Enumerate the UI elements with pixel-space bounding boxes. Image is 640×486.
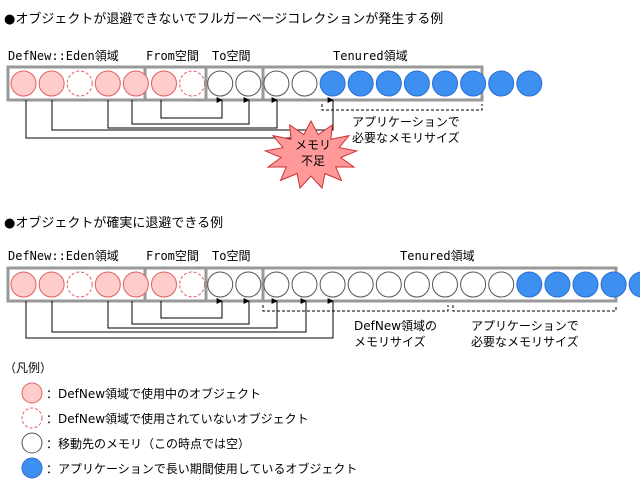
long-lived-object-circle — [375, 70, 402, 97]
object-in-use-circle — [94, 271, 121, 298]
object-unused-circle — [21, 407, 43, 429]
object-unused-circle — [179, 271, 206, 298]
legend-title: （凡例） — [4, 361, 52, 375]
diagram2-arrow-2 — [51, 298, 307, 333]
long-lived-object-circle — [516, 271, 543, 298]
object-unused-circle — [66, 271, 93, 298]
empty-destination-circle — [375, 271, 402, 298]
legend-item-label: ：DefNew領域で使用中のオブジェクト — [46, 386, 261, 401]
diagram1-memory-shortage-burst: メモリ 不足 — [263, 119, 359, 190]
diagram2-heading: ●オブジェクトが確実に退避できる例 — [4, 215, 223, 231]
long-lived-object-circle — [319, 70, 346, 97]
diagram2: ●オブジェクトが確実に退避できる例 DefNew::Eden領域 From空間 … — [4, 215, 640, 349]
diagram1: ●オブジェクトが退避できないでフルガーベージコレクションが発生する例 DefNe… — [4, 11, 543, 190]
long-lived-object-circle — [488, 70, 515, 97]
diagram1-arrow-3 — [107, 97, 278, 129]
diagram2-copy-arrows — [25, 298, 334, 339]
diagram1-app-size-caption-2: 必要なメモリサイズ — [352, 130, 460, 145]
empty-destination-circle — [235, 271, 262, 298]
long-lived-object-circle — [347, 70, 374, 97]
diagram2-defnew-size-brace — [262, 305, 449, 312]
diagram1-tenured-label: Tenured領域 — [333, 48, 408, 63]
object-in-use-circle — [122, 70, 149, 97]
long-lived-object-circle — [600, 271, 627, 298]
long-lived-object-circle — [572, 271, 599, 298]
diagram2-tenured-label: Tenured領域 — [400, 248, 475, 263]
long-lived-object-circle — [403, 70, 430, 97]
object-in-use-circle — [122, 271, 149, 298]
diagram1-arrow-1 — [25, 100, 297, 139]
diagram1-copy-arrows — [25, 97, 334, 139]
legend-items: ：DefNew領域で使用中のオブジェクト ：DefNew領域で使用されていないオブ… — [21, 382, 357, 479]
empty-destination-circle — [235, 70, 262, 97]
diagram2-arrow-4 — [131, 298, 250, 325]
diagram1-eden-label: DefNew::Eden領域 — [8, 48, 119, 63]
long-lived-object-circle — [432, 70, 458, 97]
empty-destination-circle — [347, 271, 374, 298]
empty-destination-circle — [432, 271, 458, 298]
diagram1-arrow-2 — [51, 97, 334, 131]
empty-destination-circle — [263, 271, 290, 298]
diagram1-from-label: From空間 — [146, 49, 199, 63]
diagram1-cells — [10, 70, 543, 97]
empty-destination-circle — [291, 70, 318, 97]
legend-item-label: ：DefNew領域で使用されていないオブジェクト — [46, 411, 309, 426]
diagram1-arrow-4 — [131, 97, 250, 125]
diagram2-app-size-brace — [452, 305, 617, 312]
empty-destination-circle — [460, 271, 487, 298]
diagram1-app-size-brace — [321, 104, 483, 111]
burst-text-2: 不足 — [301, 154, 325, 168]
long-lived-object-circle — [460, 70, 487, 97]
empty-destination-circle — [319, 271, 346, 298]
long-lived-object-circle — [21, 457, 43, 479]
diagram1-arrow-5 — [160, 97, 223, 119]
long-lived-object-circle — [516, 70, 543, 97]
diagram2-arrow-1 — [25, 298, 334, 339]
object-unused-circle — [66, 70, 93, 97]
diagram2-memory-bar — [6, 266, 640, 303]
diagram2-to-label: To空間 — [212, 249, 250, 263]
empty-destination-circle — [488, 271, 515, 298]
empty-destination-circle — [207, 271, 234, 298]
diagram2-app-size-caption-2: 必要なメモリサイズ — [471, 334, 579, 349]
diagram2-cells — [10, 271, 640, 298]
empty-destination-circle — [207, 70, 234, 97]
burst-shape — [263, 119, 359, 190]
object-in-use-circle — [10, 70, 37, 97]
empty-destination-circle — [291, 271, 318, 298]
diagram1-memory-bar — [6, 65, 543, 102]
object-in-use-circle — [10, 271, 37, 298]
diagram2-arrow-3 — [107, 298, 278, 329]
object-in-use-circle — [94, 70, 121, 97]
object-in-use-circle — [38, 271, 65, 298]
diagram2-from-label: From空間 — [146, 249, 199, 263]
diagram1-to-label: To空間 — [212, 49, 250, 63]
diagram2-arrow-5 — [160, 298, 223, 319]
legend: （凡例） ：DefNew領域で使用中のオブジェクト ：DefNew領域で使用されて… — [4, 361, 357, 479]
object-in-use-circle — [151, 271, 177, 298]
diagram2-defnew-caption-1: DefNew領域の — [354, 318, 437, 333]
legend-item-label: ：移動先のメモリ（この時点では空） — [46, 437, 250, 451]
legend-item-label: ：アプリケーションで長い期間使用しているオブジェクト — [46, 461, 357, 476]
diagram1-heading: ●オブジェクトが退避できないでフルガーベージコレクションが発生する例 — [4, 11, 443, 27]
diagram1-app-size-caption-1: アプリケーションで — [352, 115, 460, 129]
diagram2-eden-label: DefNew::Eden領域 — [8, 248, 119, 263]
empty-destination-circle — [263, 70, 290, 97]
diagram2-app-size-caption-1: アプリケーションで — [471, 319, 579, 333]
object-in-use-circle — [38, 70, 65, 97]
object-in-use-circle — [21, 382, 43, 404]
burst-text-1: メモリ — [295, 138, 331, 152]
long-lived-object-circle — [628, 271, 640, 298]
object-in-use-circle — [151, 70, 177, 97]
object-unused-circle — [179, 70, 206, 97]
empty-destination-circle — [403, 271, 430, 298]
diagram2-defnew-caption-2: メモリサイズ — [354, 334, 426, 349]
long-lived-object-circle — [544, 271, 571, 298]
empty-destination-circle — [21, 432, 43, 454]
